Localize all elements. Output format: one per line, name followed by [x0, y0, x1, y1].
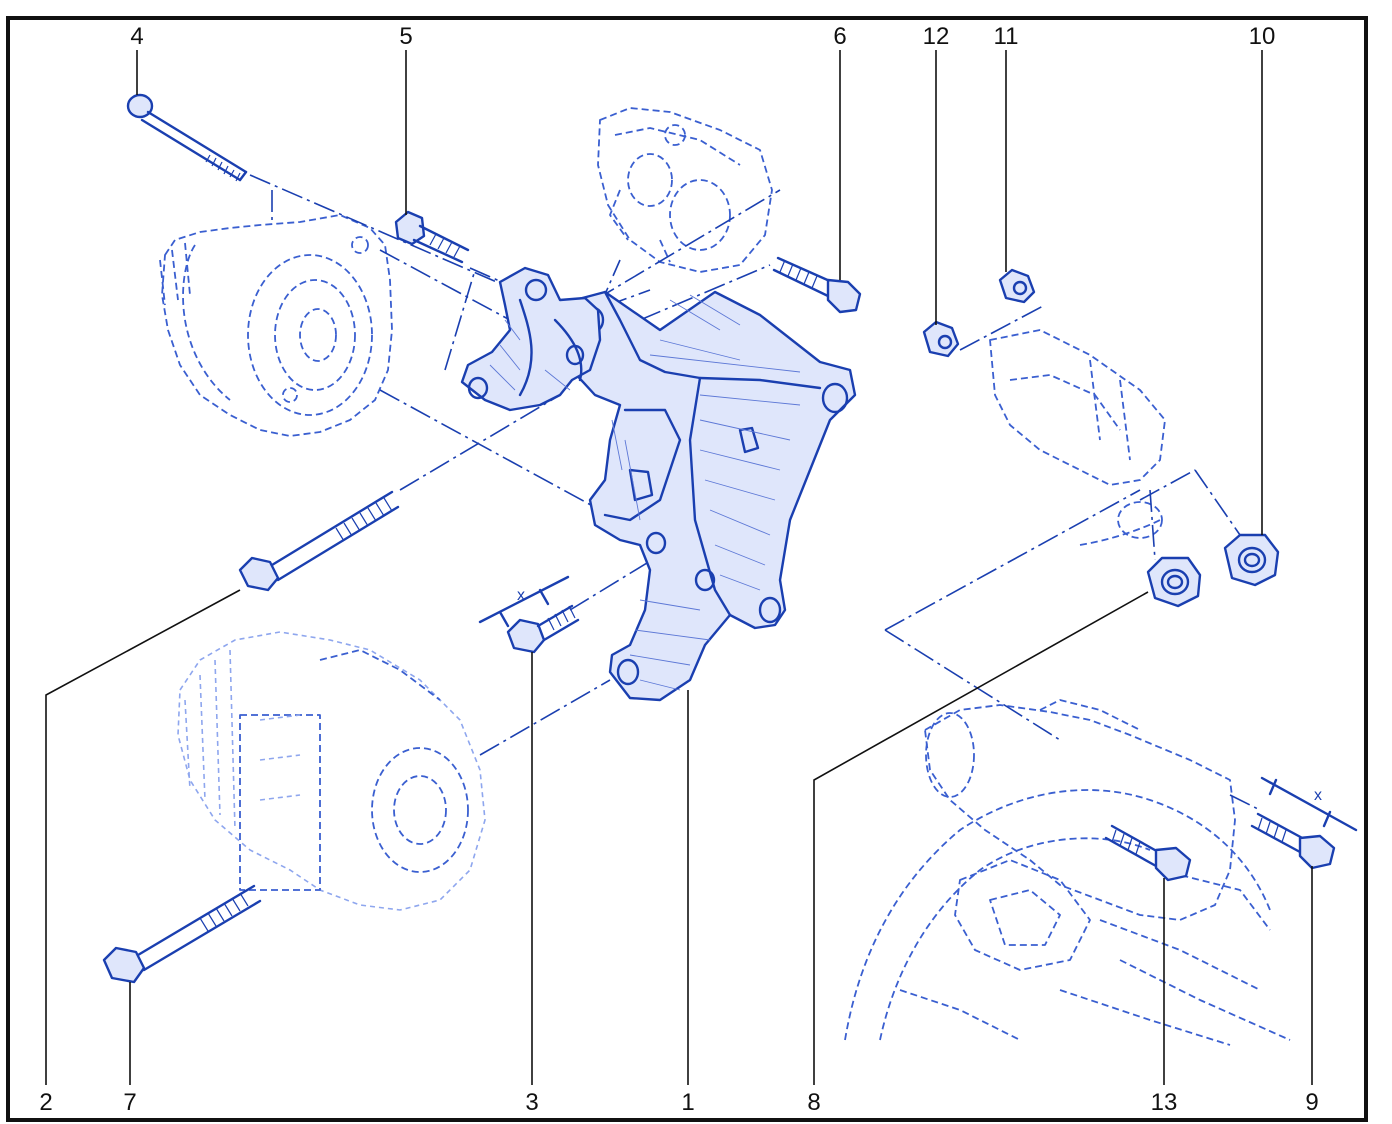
nut-8: [1146, 556, 1202, 608]
alternator-ghost-lower: [177, 631, 486, 911]
compressor-ghost-upper: [989, 329, 1166, 546]
callout-7: 7: [123, 1089, 136, 1116]
bolt-2: [238, 490, 400, 592]
dimension-x-right: x: [1260, 776, 1358, 832]
bolt-13: [1104, 824, 1192, 882]
callout-10: 10: [1249, 23, 1276, 50]
bolt-7: [102, 884, 262, 984]
nut-12: [922, 320, 960, 358]
dimension-x-right-label: x: [1314, 787, 1322, 804]
callout-3: 3: [525, 1089, 538, 1116]
nut-10: [1223, 533, 1280, 587]
leader-lines: [45, 50, 1313, 1085]
bolt-5: [394, 210, 470, 264]
callout-4: 4: [130, 23, 143, 50]
callout-numbers: 4 5 6 12 11 10 2 7 3 1 8 13 9: [39, 23, 1318, 1116]
callout-1: 1: [681, 1089, 694, 1116]
callout-13: 13: [1151, 1089, 1178, 1116]
dimension-x-left: x: [478, 575, 570, 628]
callout-5: 5: [399, 23, 412, 50]
callout-6: 6: [833, 23, 846, 50]
callout-11: 11: [994, 23, 1019, 50]
nut-11: [998, 268, 1036, 304]
callout-9: 9: [1305, 1089, 1318, 1116]
dimension-x-left-label: x: [517, 587, 525, 604]
engine-block-ghost: [844, 699, 1291, 1046]
diagram-frame: [6, 16, 1368, 1122]
callout-12: 12: [923, 23, 950, 50]
main-bracket: [563, 290, 857, 702]
bolt-3: [506, 604, 580, 654]
bolt-4: [126, 93, 248, 182]
callout-8: 8: [807, 1089, 820, 1116]
pump-ghost: [597, 107, 773, 273]
bolt-9: [1250, 812, 1336, 870]
bolt-6: [772, 256, 862, 314]
upper-support-bracket: [460, 266, 602, 412]
alternator-ghost-upper: [159, 214, 393, 437]
callout-2: 2: [39, 1089, 52, 1116]
